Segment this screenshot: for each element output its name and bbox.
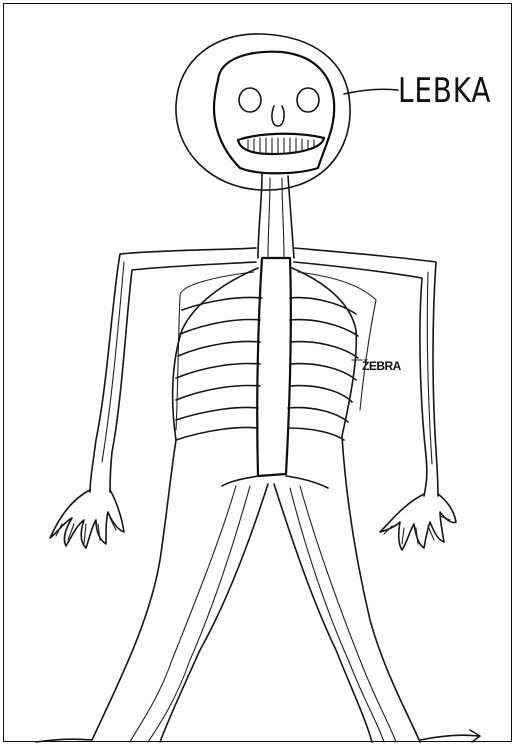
right-leg-mid2: [290, 488, 384, 742]
left-arm-inner2: [176, 272, 254, 430]
sternum: [257, 258, 291, 476]
mouth-outline: [238, 134, 324, 154]
left-arm-inner: [110, 262, 256, 492]
skull-label: LEBKA: [398, 74, 491, 108]
rib-6: [176, 408, 348, 423]
left-leg-outer: [92, 440, 176, 740]
right-arm-inner: [294, 262, 427, 496]
right-arm-inner2: [298, 272, 376, 410]
neck-right: [288, 176, 294, 258]
right-foot: [420, 730, 480, 742]
rib-label: ŽEBRA: [362, 360, 401, 372]
rib-1: [182, 298, 356, 315]
left-foot: [36, 739, 92, 742]
left-leg-inner: [160, 484, 268, 742]
rib-2: [180, 320, 358, 336]
neck-left: [258, 174, 262, 258]
right-leg-mid: [300, 486, 396, 742]
rib-4: [176, 364, 356, 380]
pelvis-left: [222, 476, 258, 486]
left-eye: [239, 88, 261, 112]
rib-5: [176, 386, 352, 402]
pelvis-right: [286, 476, 328, 488]
right-leg-inner: [274, 484, 372, 742]
right-eye: [297, 88, 319, 112]
ribcage-left: [173, 268, 258, 440]
skull-outline: [176, 34, 350, 190]
left-hand: [50, 490, 124, 548]
right-arm-inner3: [427, 272, 432, 464]
skull-label-line: [344, 89, 398, 94]
rib-7: [176, 428, 344, 441]
left-arm-inner3: [102, 262, 124, 462]
nose: [272, 106, 284, 126]
rib-3: [178, 342, 358, 358]
left-leg-mid2: [148, 486, 250, 742]
right-leg-outer: [342, 436, 420, 742]
